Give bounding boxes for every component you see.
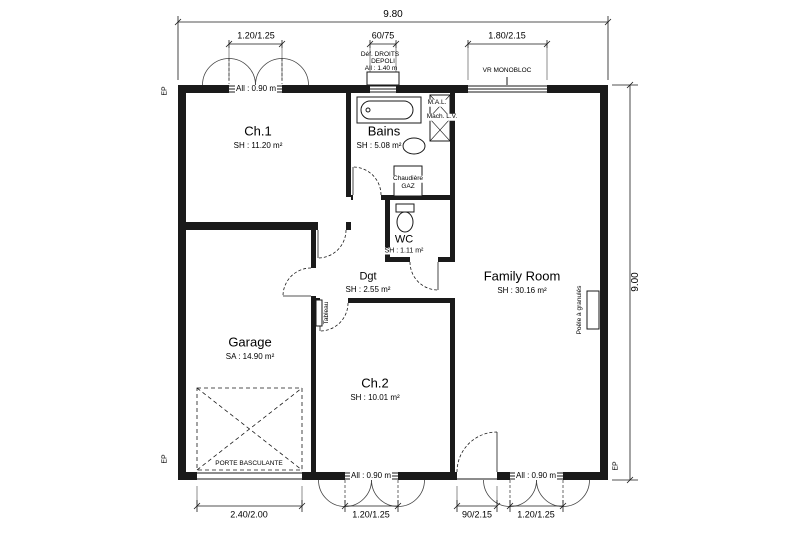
- room-name-garage: Garage: [228, 334, 272, 350]
- note-entry-line1: Déf. DROITS: [360, 50, 400, 58]
- dim-fr-bottom-window: 1.20/1.25: [516, 509, 556, 520]
- room-area-wc: SH : 1.11 m²: [383, 247, 425, 255]
- note-washing-machine: M.A.L.: [426, 98, 448, 107]
- dim-overall-width: 9.80: [382, 9, 404, 20]
- room-name-dgt: Dgt: [359, 270, 377, 283]
- dim-garage-door: 2.40/2.00: [229, 509, 269, 520]
- note-pellet-stove: Poêle à granulés: [575, 284, 584, 336]
- note-boiler-line2: GAZ: [400, 182, 416, 191]
- note-entry-line2: DEPOLI: [371, 57, 395, 65]
- garage-door-symbol: [196, 387, 303, 471]
- room-area-ch2: SH : 10.01 m²: [350, 393, 400, 402]
- note-sill-ch1: All : 0.90 m: [234, 84, 278, 93]
- dim-overall-height: 9.00: [630, 271, 641, 293]
- note-sill-ch2: All : 0.90 m: [349, 471, 393, 480]
- room-name-bains: Bains: [366, 123, 402, 139]
- note-electrical-panel: Tableau: [322, 300, 331, 326]
- note-boiler-line1: Chaudière: [392, 174, 424, 183]
- note-sill-fr: All : 0.90 m: [514, 471, 558, 480]
- dim-entry-door: 90/2.15: [460, 509, 494, 520]
- room-area-bains: SH : 5.08 m²: [355, 141, 403, 150]
- note-garage-door: PORTE BASCULANTE: [214, 459, 284, 468]
- dim-ch1-window: 1.20/1.25: [236, 30, 276, 41]
- dimension-lines: [174, 16, 638, 512]
- note-vr-monobloc: VR MONOBLOC: [482, 66, 532, 74]
- room-area-ch1: SH : 11.20 m²: [233, 141, 283, 150]
- dim-fr-top-window: 1.80/2.15: [487, 30, 527, 41]
- room-name-ch1: Ch.1: [244, 123, 272, 139]
- room-area-garage: SA : 14.90 m²: [225, 352, 275, 361]
- room-area-dgt: SH : 2.55 m²: [345, 285, 391, 294]
- dim-ch2-window: 1.20/1.25: [351, 509, 391, 520]
- ep-marker-top-left: EP: [161, 86, 169, 96]
- room-name-ch2: Ch.2: [361, 375, 389, 391]
- note-dishwasher: Mach. L.V.: [425, 112, 459, 121]
- room-area-family-room: SH : 30.16 m²: [497, 286, 547, 295]
- ep-marker-bottom-right: EP: [612, 461, 620, 471]
- room-name-wc: WC: [393, 233, 415, 246]
- note-entry-line3: All : 1.40 m: [364, 64, 398, 72]
- dim-bains-window: 60/75: [370, 30, 396, 41]
- ep-marker-bottom-left: EP: [161, 454, 169, 464]
- room-name-family-room: Family Room: [483, 268, 561, 284]
